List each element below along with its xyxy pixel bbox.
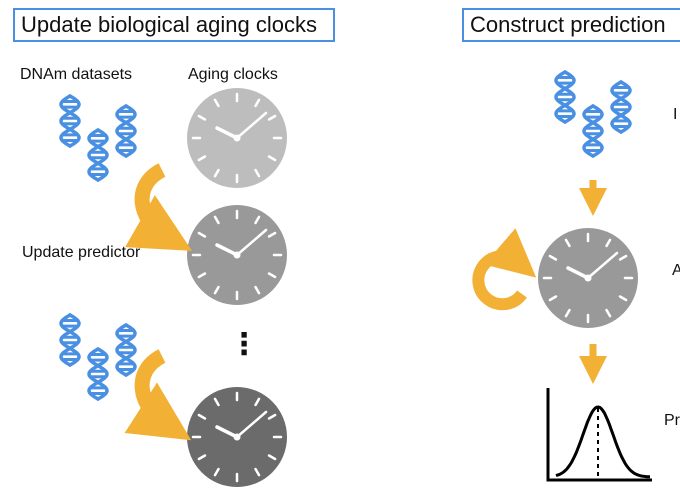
update-predictor-label: Update predictor [22, 244, 141, 261]
clock-icon-dark [187, 387, 287, 487]
dna-icon-right-3 [610, 80, 632, 134]
dna-icon-bottom-1 [59, 313, 81, 367]
clock-icon-right [538, 228, 638, 328]
dna-icon-right-2 [582, 104, 604, 158]
cycle-arrow-icon [472, 228, 537, 311]
aging-clocks-label: Aging clocks [188, 66, 278, 83]
dna-icon-bottom-2 [87, 347, 109, 401]
dna-icon-top-1 [59, 94, 81, 148]
curved-arrow-icon-top [125, 163, 193, 251]
dna-icon-top-3 [115, 104, 137, 158]
dna-icon-bottom-3 [115, 323, 137, 377]
dnam-datasets-label: DNAm datasets [20, 66, 133, 83]
clock-icon-mid [187, 205, 287, 305]
right-cut-label-top: I [673, 106, 678, 123]
curved-arrow-icon-bottom [124, 349, 192, 441]
right-cut-label-mid: A [672, 262, 680, 279]
right-cut-label-bottom: Pr [664, 412, 680, 429]
ellipsis-label: ⋮ [229, 328, 259, 361]
distribution-curve-icon [546, 388, 652, 482]
clock-icon-light [187, 88, 287, 188]
left-panel-title: Update biological aging clocks [13, 8, 335, 42]
right-panel-title: Construct prediction [462, 8, 680, 42]
dna-icon-top-2 [87, 128, 109, 182]
dna-icon-right-1 [554, 70, 576, 124]
